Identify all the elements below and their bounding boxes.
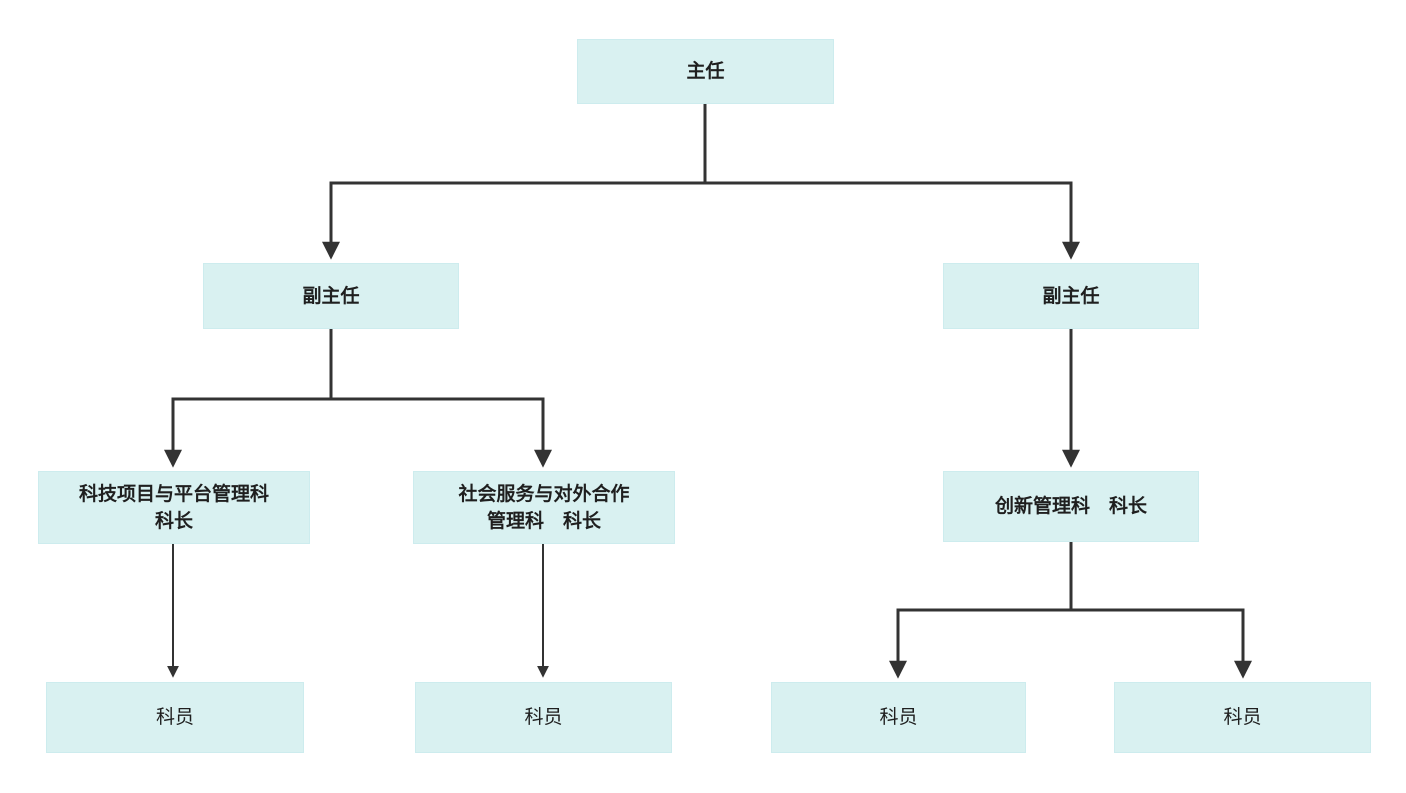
- node-section-chief-tech-label: 科技项目与平台管理科 科长: [78, 483, 269, 532]
- node-staff-4[interactable]: 科员: [1114, 682, 1371, 753]
- node-staff-3[interactable]: 科员: [771, 682, 1026, 753]
- node-section-chief-innovation[interactable]: 创新管理科 科长: [943, 471, 1199, 542]
- node-deputy-director-right-label: 副主任: [1042, 285, 1100, 307]
- node-staff-2-label: 科员: [524, 707, 563, 728]
- node-staff-1-label: 科员: [155, 707, 194, 728]
- node-deputy-director-left-label: 副主任: [302, 285, 360, 307]
- node-section-chief-tech[interactable]: 科技项目与平台管理科 科长: [38, 471, 310, 544]
- node-deputy-director-right[interactable]: 副主任: [943, 263, 1199, 329]
- node-director-label: 主任: [686, 61, 725, 82]
- node-staff-3-label: 科员: [879, 707, 918, 728]
- node-director[interactable]: 主任: [577, 39, 834, 104]
- node-section-chief-social-label: 社会服务与对外合作 管理科 科长: [458, 483, 630, 532]
- node-section-chief-social[interactable]: 社会服务与对外合作 管理科 科长: [413, 471, 675, 544]
- node-staff-2[interactable]: 科员: [415, 682, 672, 753]
- node-section-chief-innovation-label: 创新管理科 科长: [994, 496, 1147, 517]
- node-staff-1[interactable]: 科员: [46, 682, 304, 753]
- node-deputy-director-left[interactable]: 副主任: [203, 263, 459, 329]
- node-staff-4-label: 科员: [1223, 707, 1262, 728]
